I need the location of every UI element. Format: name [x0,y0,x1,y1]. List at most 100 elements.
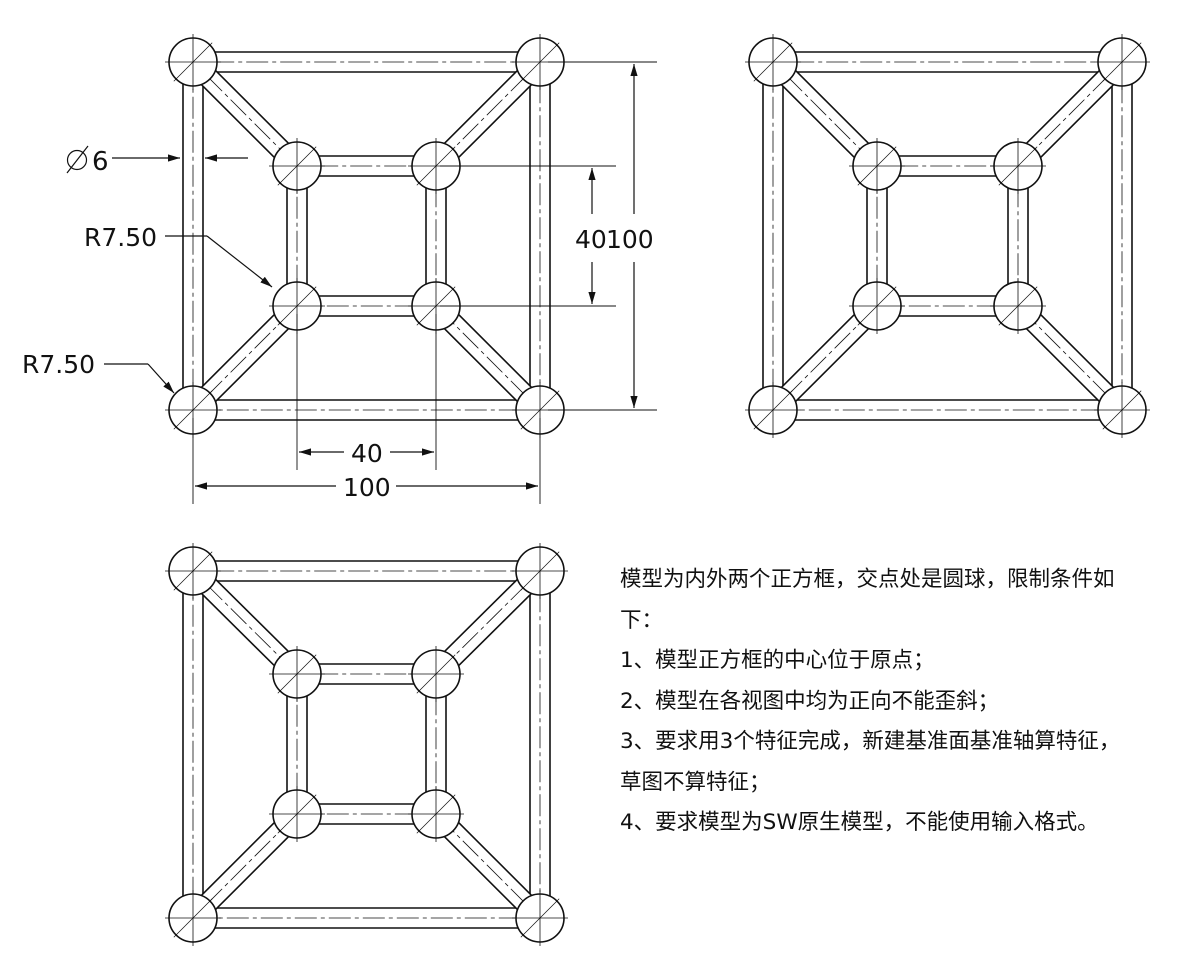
diameter-label: 6 [92,147,109,177]
tube-centerline [1031,319,1109,397]
tube-edge [456,82,535,161]
sphere-node [512,543,568,599]
center-mark [753,42,793,82]
radius-outer-label: R7.50 [22,350,95,379]
sphere-node [745,382,801,438]
sphere-node [990,138,1046,194]
tube [201,51,532,73]
tube-edge [456,591,534,669]
center-mark [520,390,560,430]
center-mark [173,898,213,938]
tube-centerline [786,319,864,397]
tube-edge [456,311,535,390]
center-mark [277,794,317,834]
tube-edge [778,311,857,390]
center-mark [416,794,456,834]
center-mark [998,286,1038,326]
radius-outer-dimension [104,363,175,394]
inner-width-label: 40 [351,439,383,468]
tube-centerline [449,827,527,905]
sphere-node [990,278,1046,334]
sphere-node [1094,34,1150,90]
tube [775,64,875,164]
tube-edge [456,819,535,898]
tube [305,155,428,177]
tube-edge [793,67,872,146]
sphere-node [849,278,905,334]
diameter-symbol-icon [66,145,89,174]
center-mark [173,390,213,430]
tube-edge [213,576,291,654]
tube-edge [793,326,872,405]
sphere-node [269,278,325,334]
notes-line: 模型为内外两个正方框，交点处是圆球，限制条件如 [620,567,1115,592]
tube-edge [442,576,520,654]
sphere-node [165,890,221,946]
tube-edge [778,82,857,161]
notes-line: 草图不算特征； [620,769,771,795]
center-mark [753,390,793,430]
view-top-right [745,34,1150,438]
tube-edge [1023,326,1102,405]
sphere-node [408,786,464,842]
view-bottom-left [165,543,568,946]
tube-centerline [206,584,284,661]
tube-edge [1038,82,1117,161]
sphere-node [512,890,568,946]
tube-edge [1038,311,1117,390]
center-mark [520,551,560,591]
tube [1020,308,1120,408]
inner-height-dimension [440,165,616,307]
requirements-notes: 模型为内外两个正方框，交点处是圆球，限制条件如 下： 1、模型正方框的中心位于原… [620,560,1190,844]
tube [1111,70,1133,402]
center-mark [998,146,1038,186]
tube-centerline [786,75,864,153]
tube-centerline [206,75,284,153]
tube-centerline [449,319,527,397]
center-mark [1102,42,1142,82]
center-mark [277,654,317,694]
center-mark [173,551,213,591]
sphere-node [165,382,221,438]
tube-edge [213,67,292,146]
radius-inner-label: R7.50 [84,223,157,252]
tube [201,907,532,929]
tube-centerline [206,319,284,397]
center-mark [173,42,213,82]
sphere-node [849,138,905,194]
sphere-node [269,138,325,194]
tube-edge [199,591,277,669]
outer-width-dimension [192,418,541,504]
sphere-node [408,646,464,702]
notes-line: 下： [620,607,664,633]
sphere-node [269,646,325,702]
outer-height-label: 100 [606,225,654,254]
tube-centerline [1031,75,1109,153]
radius-inner-dimension [165,235,273,288]
center-mark [857,146,897,186]
tube-edge [198,82,277,161]
tube-centerline [206,827,284,905]
tube [195,573,295,672]
tube [182,579,204,910]
tube [438,816,538,916]
tube [781,399,1114,421]
sphere-node [1094,382,1150,438]
notes-line: 4、要求模型为SW原生模型，不能使用输入格式。 [620,810,1099,835]
notes-line: 2、模型在各视图中均为正向不能歪斜； [620,688,1000,714]
tube [781,51,1114,73]
outer-width-label: 100 [343,473,391,502]
sphere-node [165,34,221,90]
tube-edge [441,834,520,913]
tube-edge [1023,67,1102,146]
notes-line: 1、模型正方框的中心位于原点； [620,648,935,673]
tube-centerline [449,584,527,661]
center-mark [1102,390,1142,430]
center-mark [277,286,317,326]
center-mark [520,42,560,82]
tube-edge [198,311,277,390]
tube-edge [198,819,277,898]
tube-centerline [449,75,527,153]
sphere-node [269,786,325,842]
center-mark [857,286,897,326]
